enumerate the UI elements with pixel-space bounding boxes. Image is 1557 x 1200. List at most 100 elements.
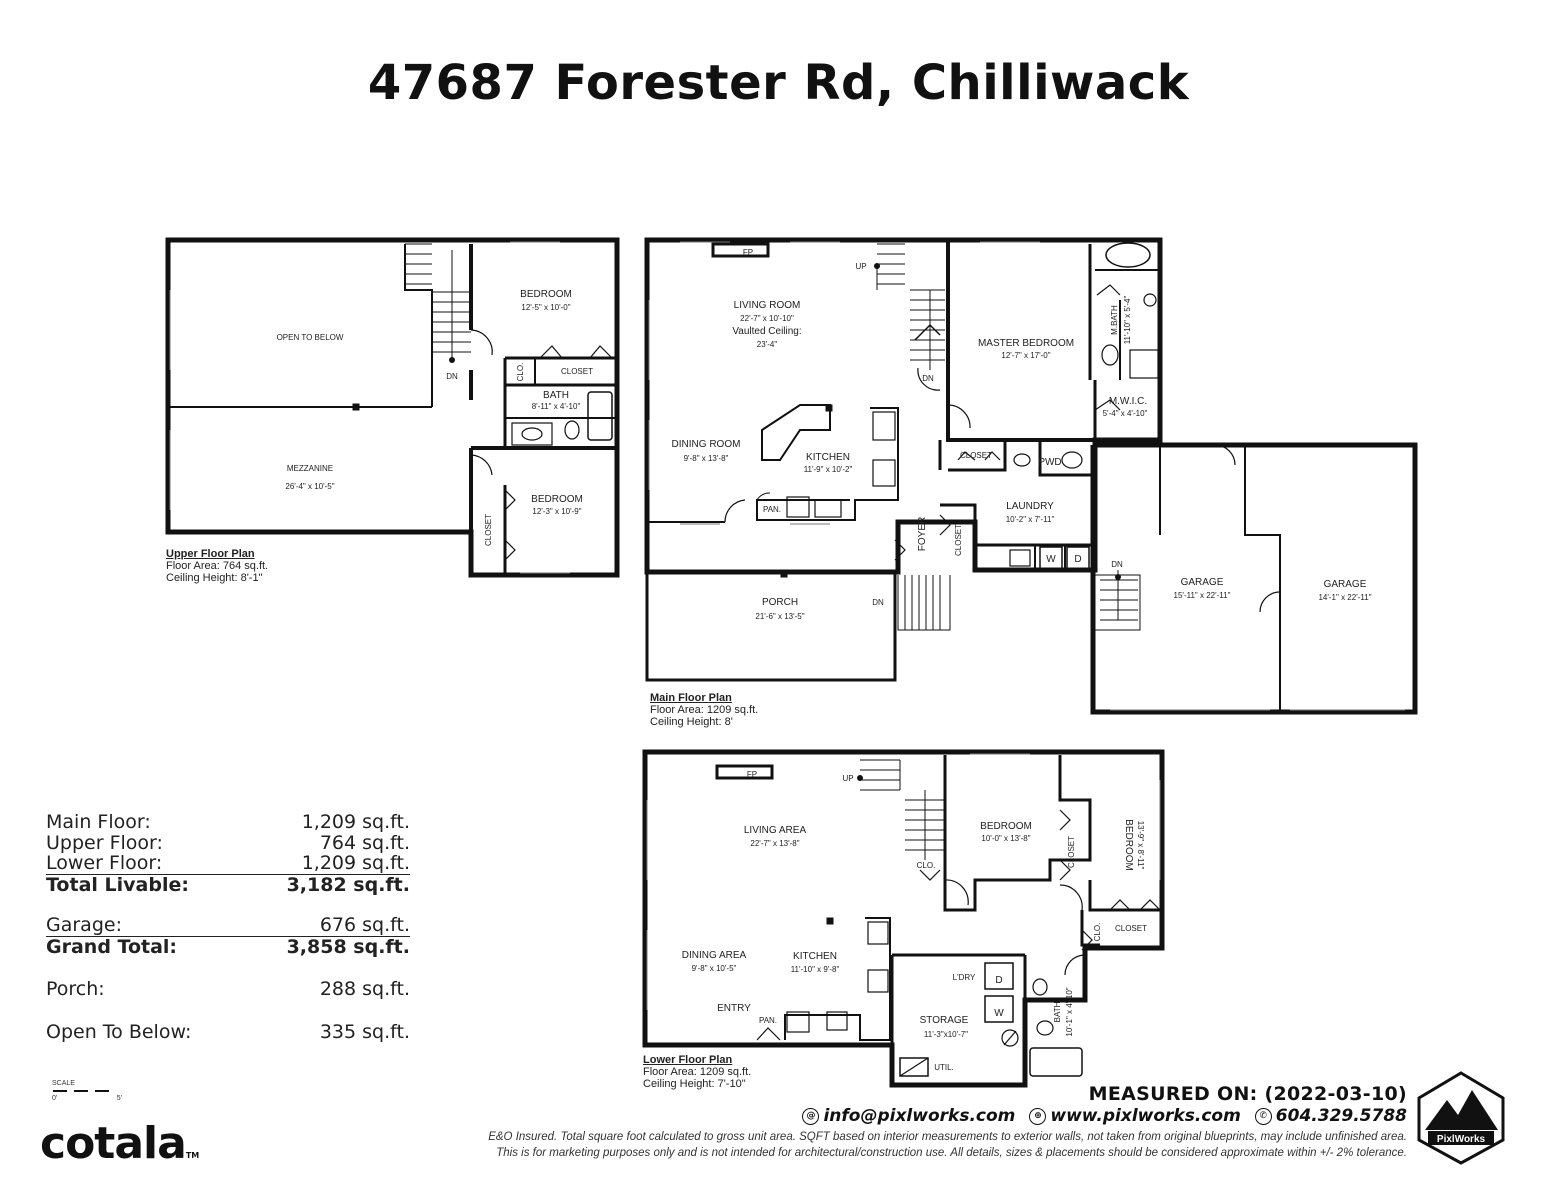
master-bedroom-dim: 12'-7" x 17'-0"	[1001, 351, 1050, 360]
upper-closet2-label: CLOSET	[484, 514, 493, 546]
cotala-logo: cotalaTM	[40, 1118, 199, 1169]
summary-row-grand-total: Grand Total:3,858 sq.ft.	[46, 935, 410, 958]
email-icon: @	[802, 1107, 820, 1125]
porch-dim: 21'-6" x 13'-5"	[755, 612, 804, 621]
lower-clo-label: CLO.	[917, 861, 936, 870]
lower-bedroom1-label: BEDROOM	[980, 821, 1032, 832]
lower-closet-label: CLOSET	[1067, 836, 1076, 868]
phone-number: 604.329.5788	[1275, 1106, 1407, 1126]
brand-name: cotala	[40, 1118, 187, 1169]
disclaimer: E&O Insured. Total square foot calculate…	[187, 1129, 1407, 1161]
washer-label: W	[1046, 554, 1056, 565]
storage-dim: 11'-3"x10'-7"	[924, 1030, 968, 1039]
scale-start: 0'	[52, 1095, 58, 1102]
contact-info: @info@pixlworks.com ⊕www.pixlworks.com ✆…	[802, 1106, 1407, 1126]
phone-icon: ✆	[1254, 1107, 1272, 1125]
lower-ldry-label: L'DRY	[953, 973, 976, 982]
garage2-dim: 14'-1" x 22'-11"	[1318, 593, 1371, 602]
main-closet2-label: CLOSET	[954, 524, 963, 556]
scale-end: 5'	[116, 1095, 122, 1102]
mezzanine-dim: 26'-4" x 10'-5"	[285, 482, 334, 491]
lower-fp-label: FP	[747, 770, 757, 779]
kitchen-label: KITCHEN	[806, 452, 850, 463]
main-up-label: UP	[855, 262, 866, 271]
garage2-label: GARAGE	[1324, 579, 1367, 590]
garage1-label: GARAGE	[1181, 577, 1224, 588]
upper-floor-area: Floor Area: 764 sq.ft.	[166, 560, 269, 572]
kitchen-dim: 11'-9" x 10'-2"	[804, 465, 853, 474]
lower-ceiling-height: Ceiling Height: 7'-10"	[643, 1078, 746, 1090]
master-bedroom-label: MASTER BEDROOM	[978, 338, 1074, 349]
dining-area-label: DINING AREA	[682, 950, 747, 961]
lower-kitchen-dim: 11'-10" x 9'-8"	[791, 965, 840, 974]
disclaimer-line1: E&O Insured. Total square foot calculate…	[488, 1131, 1407, 1143]
area-summary: Main Floor:1,209 sq.ft. Upper Floor:764 …	[46, 812, 410, 1042]
upper-closet-label: CLOSET	[561, 367, 593, 376]
living-area-label: LIVING AREA	[744, 825, 807, 836]
main-pan-label: PAN.	[763, 505, 781, 514]
disclaimer-line2: This is for marketing purposes only and …	[496, 1147, 1407, 1159]
mwic-dim: 5'-4" x 4'-10"	[1103, 409, 1148, 418]
living-area-dim: 22'-7" x 13'-8"	[750, 839, 799, 848]
summary-row-lower: Lower Floor:1,209 sq.ft.	[46, 852, 410, 875]
living-room-label: LIVING ROOM	[734, 300, 801, 311]
dining-room-dim: 9'-8" x 13'-8"	[684, 454, 729, 463]
upper-bedroom1-dim: 12'-5" x 10'-0"	[521, 303, 570, 312]
dryer-label: D	[1074, 554, 1081, 565]
lower-bath-dim: 10'-1" x 4'-10"	[1065, 987, 1074, 1036]
garage1-dim: 15'-11" x 22'-11"	[1174, 591, 1231, 600]
util-label: UTIL.	[934, 1063, 954, 1072]
summary-row-open-to-below: Open To Below:335 sq.ft.	[46, 1020, 410, 1043]
main-caption-title: Main Floor Plan	[650, 692, 732, 704]
pwd-label: PWD	[1038, 457, 1061, 468]
garage-dn-label: DN	[1111, 560, 1123, 569]
main-floor-walls	[644, 237, 1418, 715]
vaulted-label: Vaulted Ceiling:	[732, 326, 801, 337]
main-fp-label: FP	[743, 248, 753, 257]
porch-label: PORCH	[762, 597, 798, 608]
open-to-below-label: OPEN TO BELOW	[277, 333, 344, 342]
brand-tm: TM	[185, 1151, 200, 1160]
main-closet-label: CLOSET	[960, 451, 992, 460]
summary-row-total-livable: Total Livable:3,182 sq.ft.	[46, 873, 410, 896]
summary-row-upper: Upper Floor:764 sq.ft.	[46, 831, 410, 854]
upper-bedroom2-label: BEDROOM	[531, 494, 583, 505]
scale-bar: SCALE 0' 5'	[52, 1080, 122, 1102]
mbath-label: M.BATH	[1110, 305, 1119, 335]
dining-room-label: DINING ROOM	[672, 439, 741, 450]
upper-bedroom1-label: BEDROOM	[520, 289, 572, 300]
lower-pan-label: PAN.	[759, 1016, 777, 1025]
upper-ceiling-height: Ceiling Height: 8'-1"	[166, 572, 263, 584]
laundry-dim: 10'-2" x 7'-11"	[1006, 515, 1055, 524]
pixlworks-logo: PixlWorks	[1417, 1071, 1505, 1165]
summary-row-main: Main Floor:1,209 sq.ft.	[46, 811, 410, 833]
upper-bath-dim: 8'-11" x 4'-10"	[532, 402, 581, 411]
upper-floor-caption: Upper Floor Plan Floor Area: 764 sq.ft. …	[166, 548, 268, 584]
living-room-dim: 22'-7" x 10'-10"	[740, 314, 794, 323]
email-link[interactable]: info@pixlworks.com	[823, 1106, 1016, 1126]
laundry-label: LAUNDRY	[1006, 501, 1054, 512]
mwic-label: M.W.I.C.	[1109, 396, 1147, 407]
page-title: 47687 Forester Rd, Chilliwack	[367, 55, 1190, 111]
lower-caption-title: Lower Floor Plan	[643, 1054, 733, 1066]
lower-up-label: UP	[842, 774, 853, 783]
lower-kitchen-label: KITCHEN	[793, 951, 837, 962]
website-link[interactable]: www.pixlworks.com	[1050, 1106, 1241, 1126]
lower-floor-walls	[642, 749, 1165, 1088]
summary-row-garage: Garage:676 sq.ft.	[46, 914, 410, 937]
upper-caption-title: Upper Floor Plan	[166, 548, 255, 560]
upper-bedroom2-dim: 12'-3" x 10'-9"	[532, 507, 581, 516]
main-floor-area: Floor Area: 1209 sq.ft.	[650, 704, 759, 716]
upper-bath-label: BATH	[543, 390, 569, 401]
scale-line	[53, 1090, 109, 1092]
entry-label: ENTRY	[717, 1003, 751, 1014]
upper-floor-walls	[165, 237, 620, 578]
main-ceiling-height: Ceiling Height: 8'	[650, 716, 733, 728]
storage-label: STORAGE	[920, 1015, 969, 1026]
logo-text: PixlWorks	[1437, 1134, 1486, 1145]
upper-dn-label: DN	[446, 372, 458, 381]
main-dn-label: DN	[922, 374, 934, 383]
measured-on: MEASURED ON: (2022-03-10)	[1088, 1083, 1407, 1105]
foyer-label: FOYER	[917, 517, 928, 551]
